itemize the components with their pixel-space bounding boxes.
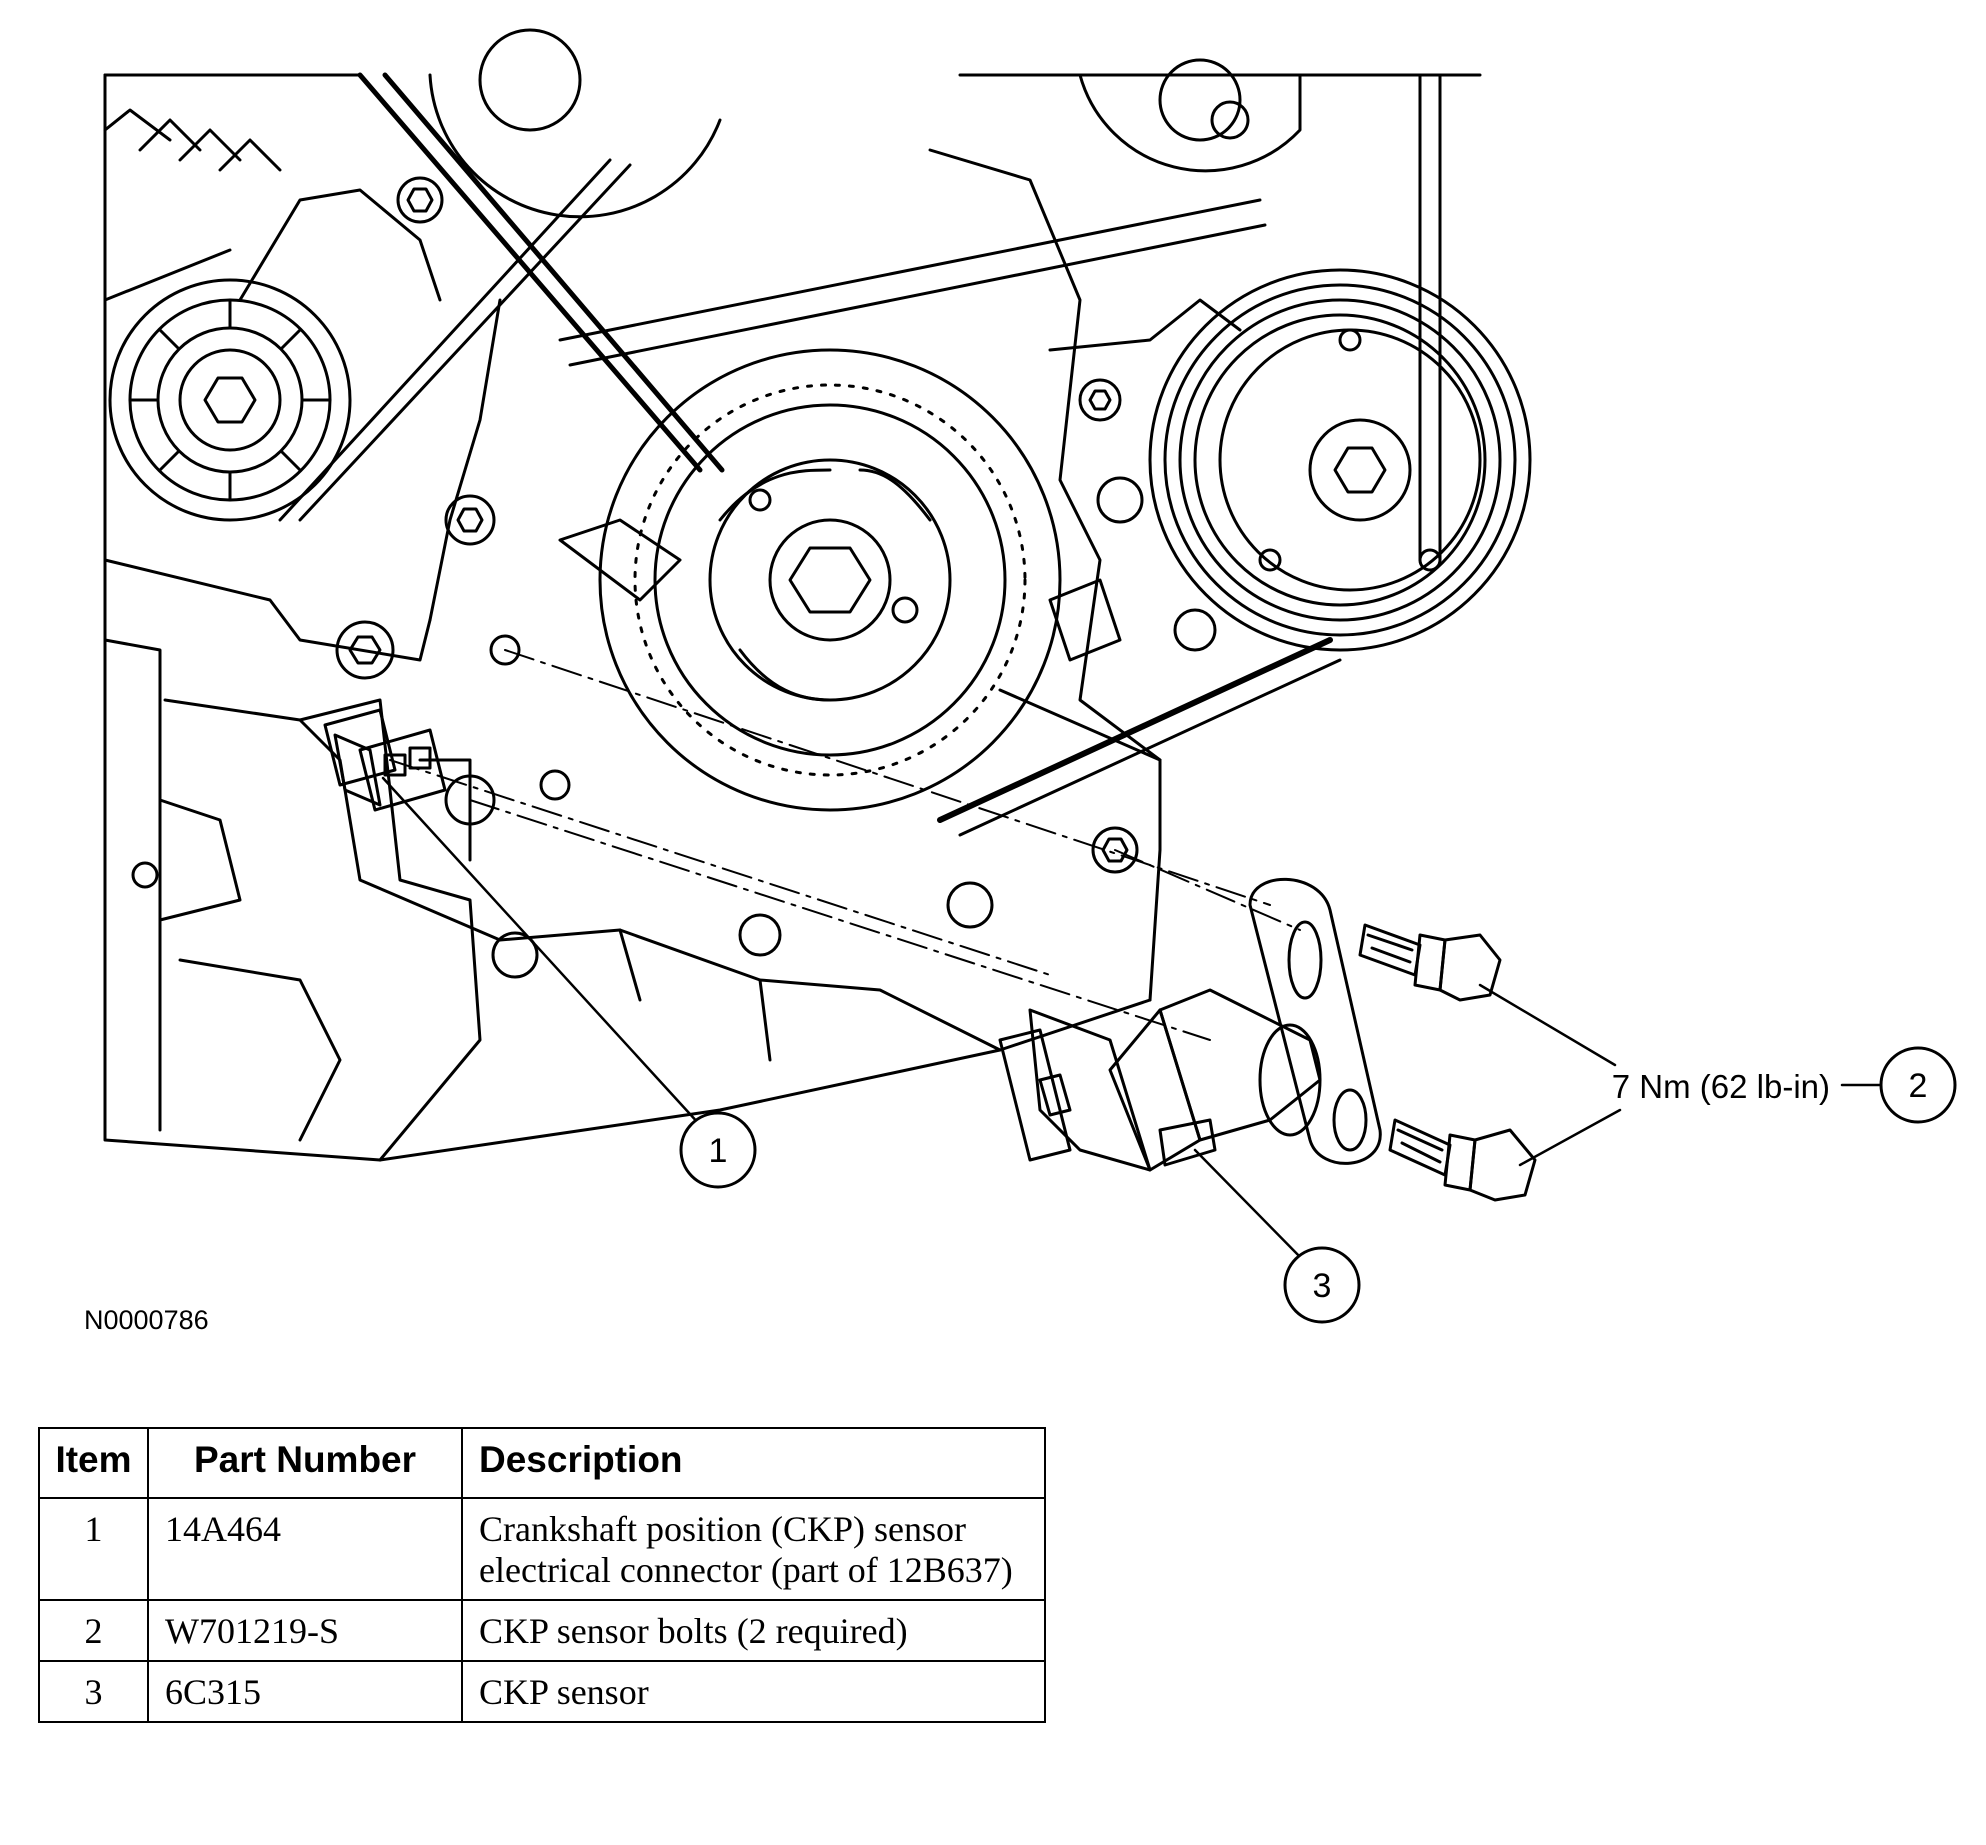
- engine-ckp-sensor-diagram: 1 2 3 7 Nm (62 lb-in): [103, 28, 1957, 1324]
- cell-item: 2: [38, 1599, 149, 1662]
- table-row: 2 W701219-S CKP sensor bolts (2 required…: [38, 1599, 1046, 1662]
- torque-spec: 7 Nm (62 lb-in): [1612, 1068, 1830, 1105]
- leader-lines: [381, 776, 1882, 1264]
- drive-belts: [278, 72, 1442, 837]
- header-part-number: Part Number: [147, 1427, 463, 1499]
- svg-text:1: 1: [709, 1132, 728, 1170]
- svg-text:2: 2: [1909, 1067, 1928, 1105]
- callout-2: 2: [1879, 1046, 1957, 1124]
- table-row: 1 14A464 Crankshaft position (CKP) senso…: [38, 1497, 1046, 1601]
- cell-description: CKP sensor bolts (2 required): [461, 1599, 1046, 1662]
- ac-compressor-pulley: [1148, 268, 1532, 652]
- table-row: 3 6C315 CKP sensor: [38, 1660, 1046, 1723]
- ckp-connector: [323, 708, 447, 812]
- cell-part-number: 14A464: [147, 1497, 463, 1601]
- svg-text:3: 3: [1313, 1267, 1332, 1305]
- ckp-bracket: [1248, 877, 1382, 1165]
- crankshaft-pulley: [598, 348, 1062, 812]
- cell-item: 3: [38, 1660, 149, 1723]
- cell-description: Crankshaft position (CKP) sensor electri…: [461, 1497, 1046, 1601]
- table-header-row: Item Part Number Description: [38, 1427, 1046, 1499]
- parts-table: Item Part Number Description 1 14A464 Cr…: [38, 1427, 1046, 1723]
- callout-3: 3: [1283, 1246, 1361, 1324]
- figure-id: N0000786: [84, 1305, 209, 1335]
- cell-part-number: W701219-S: [147, 1599, 463, 1662]
- ckp-bolt-lower: [1388, 1118, 1537, 1202]
- exploded-view-lines: [389, 649, 1301, 1041]
- header-item: Item: [38, 1427, 149, 1499]
- engine-block: [103, 73, 1482, 1162]
- upper-pulleys: [428, 28, 1302, 219]
- callout-1: 1: [679, 1111, 757, 1189]
- engine-bolts: [131, 100, 1250, 979]
- cell-description: CKP sensor: [461, 1660, 1046, 1723]
- ckp-sensor: [998, 988, 1322, 1172]
- idler-pulley: [108, 278, 352, 522]
- ckp-bolt-upper: [1358, 923, 1502, 1002]
- cell-item: 1: [38, 1497, 149, 1601]
- header-description: Description: [461, 1427, 1046, 1499]
- cell-part-number: 6C315: [147, 1660, 463, 1723]
